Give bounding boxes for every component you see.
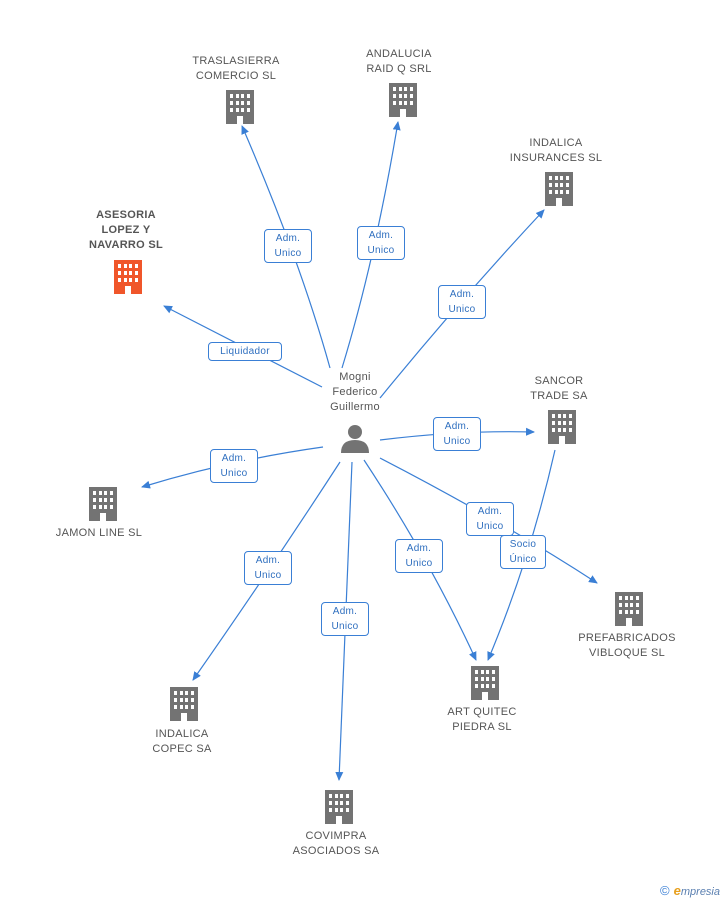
building-icon: [226, 90, 254, 124]
node-label-asesoria[interactable]: ASESORIA LOPEZ Y NAVARRO SL: [88, 209, 164, 251]
edge-label-adm-unico: Adm. Unico: [264, 229, 312, 263]
person-icon: [341, 425, 369, 453]
edge-label-adm-unico: Adm. Unico: [321, 602, 369, 636]
building-icon: [389, 83, 417, 117]
building-icon: [548, 410, 576, 444]
node-label-artquitec[interactable]: ART QUITEC PIEDRA SL: [447, 706, 517, 733]
node-label-indalica-copec[interactable]: INDALICA COPEC SA: [152, 728, 212, 755]
edge-label-adm-unico: Adm. Unico: [357, 226, 405, 260]
edge-label-adm-unico: Adm. Unico: [433, 417, 481, 451]
building-icon: [471, 666, 499, 700]
node-label-andalucia[interactable]: ANDALUCIA RAID Q SRL: [366, 48, 432, 75]
brand-footer: ©empresia: [660, 883, 720, 898]
copyright-icon: ©: [660, 883, 670, 898]
edge-label-socio-unico: Socio Único: [500, 535, 546, 569]
node-label-indalica-insurances[interactable]: INDALICA INSURANCES SL: [509, 137, 603, 164]
edge-label-adm-unico: Adm. Unico: [244, 551, 292, 585]
edge-label-liquidador: Liquidador: [208, 342, 282, 361]
brand-name: mpresia: [680, 886, 720, 898]
building-icon: [545, 172, 573, 206]
edge-label-adm-unico: Adm. Unico: [438, 285, 486, 319]
building-icon-highlight: [114, 260, 142, 294]
edge-label-adm-unico: Adm. Unico: [466, 502, 514, 536]
building-icon: [615, 592, 643, 626]
building-icon: [325, 790, 353, 824]
center-person-label[interactable]: Mogni Federico Guillermo: [330, 371, 380, 413]
edge-label-adm-unico: Adm. Unico: [395, 539, 443, 573]
node-label-covimpra[interactable]: COVIMPRA ASOCIADOS SA: [292, 830, 380, 857]
node-label-sancor[interactable]: SANCOR TRADE SA: [530, 375, 588, 402]
building-icon: [170, 687, 198, 721]
building-icon: [89, 487, 117, 521]
edge-label-adm-unico: Adm. Unico: [210, 449, 258, 483]
node-label-traslasierra[interactable]: TRASLASIERRA COMERCIO SL: [192, 55, 280, 82]
node-label-prefabricados[interactable]: PREFABRICADOS VIBLOQUE SL: [578, 632, 676, 659]
brand-initial: e: [673, 883, 681, 898]
node-label-jamon[interactable]: JAMON LINE SL: [55, 527, 143, 539]
